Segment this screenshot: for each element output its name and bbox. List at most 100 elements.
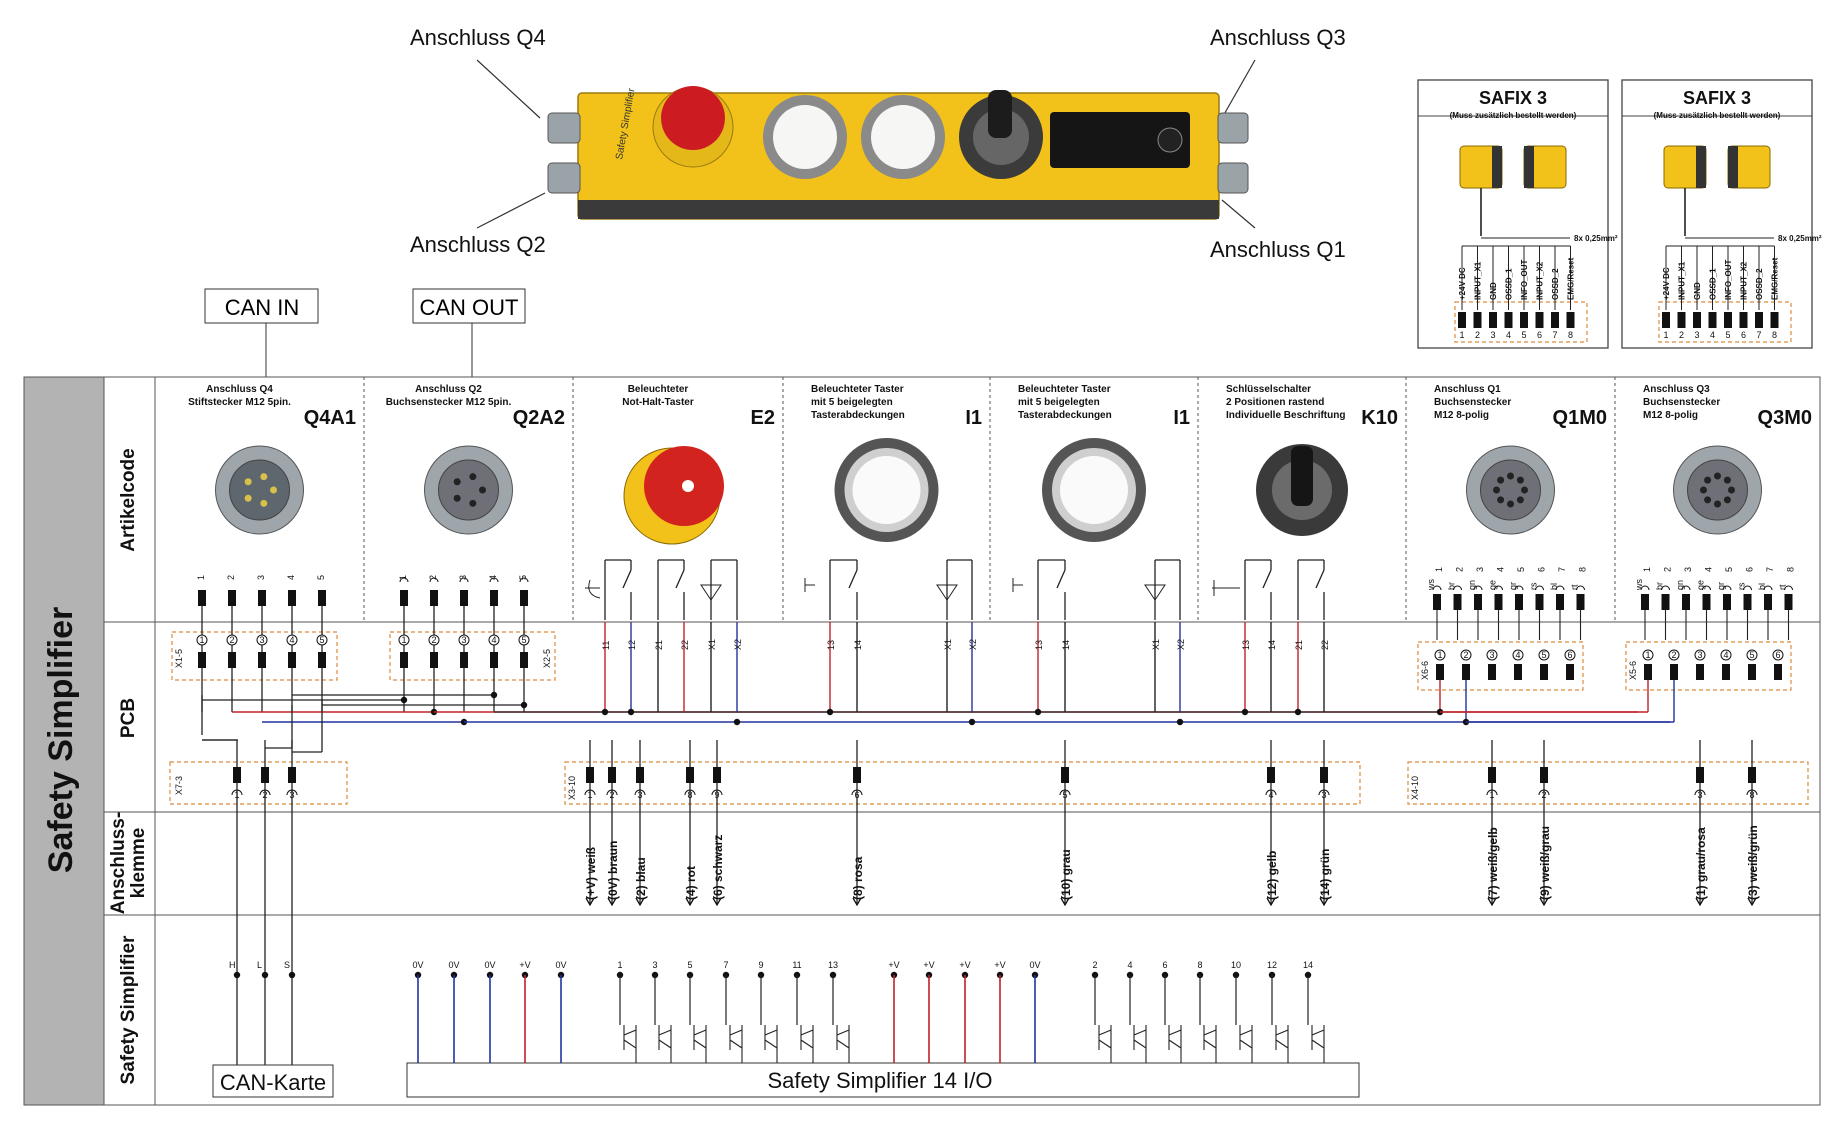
button-lens: [1060, 456, 1128, 524]
connector-label: X1-5: [174, 649, 184, 668]
column-code: Q2A2: [513, 407, 565, 429]
pushbutton-symbol: [804, 578, 815, 592]
pin-terminal: [1515, 594, 1523, 610]
pcb-pin-label: 21: [654, 640, 664, 650]
klemme-number: 1: [1489, 790, 1494, 800]
connector-x5-6: [1625, 641, 1792, 691]
e2-contact-blade: [622, 569, 632, 589]
safix-terminal: [1724, 312, 1732, 328]
power-label: 0V: [484, 960, 495, 970]
safix-pin-number: 1: [1459, 330, 1464, 340]
pin-socket: [1538, 649, 1550, 661]
k10-contact-blade: [1262, 569, 1272, 589]
pcb-pin-number: 1: [199, 635, 204, 645]
pin-terminal: [1723, 594, 1731, 610]
pcb-pin-number: 3: [1489, 650, 1494, 660]
pcb-terminal: [1774, 664, 1782, 680]
power-label: 0V: [1029, 960, 1040, 970]
row-label-klemme-2: klemme: [128, 828, 149, 899]
safix-pin-label: GND: [1693, 282, 1702, 300]
pcb-pin-label: 22: [1320, 640, 1330, 650]
klemme-socket: [684, 789, 696, 796]
pin-terminal: [430, 590, 438, 606]
pcb-terminal: [1514, 664, 1522, 680]
connector-pin: [469, 473, 477, 481]
pcb-pin-label: X1: [943, 639, 953, 650]
m8-pin-number: 5: [1516, 567, 1526, 572]
m8-color-label: gr: [1508, 582, 1518, 590]
column-head-1: Beleuchteter Taster: [1018, 384, 1111, 395]
transistor-symbol: [764, 1025, 778, 1063]
column-head-3: Tasterabdeckungen: [1018, 410, 1112, 421]
klemme-arrow: [585, 897, 595, 907]
safix-pin-number: 2: [1475, 330, 1480, 340]
column-code: K10: [1361, 407, 1398, 429]
safix-terminal: [1662, 312, 1670, 328]
bus-junction: [826, 708, 834, 716]
column-code: I1: [965, 407, 982, 429]
connector-pin: [1723, 496, 1731, 504]
row-label-artikelcode: Artikelcode: [118, 448, 139, 551]
transistor-symbol: [836, 1025, 850, 1063]
column-head-1: Beleuchteter Taster: [811, 384, 904, 395]
transistor-symbol: [1275, 1025, 1289, 1063]
connector-face: [1687, 459, 1748, 521]
safix-pin-number: 2: [1679, 330, 1684, 340]
klemme-number: 6: [854, 790, 859, 800]
safix-pin-number: 1: [1663, 330, 1668, 340]
m8-pin-number: 8: [1578, 567, 1588, 572]
safix-pin-number: 3: [1694, 330, 1699, 340]
pcb-pin-label: X2: [1176, 639, 1186, 650]
klemme-number: 3: [637, 790, 642, 800]
pin-socket: [1746, 649, 1758, 661]
bus-junction: [490, 691, 498, 699]
socket-symbol: [1494, 585, 1503, 591]
pcb-pin-number: 2: [1463, 650, 1468, 660]
can-pin-number: 2: [262, 790, 267, 800]
m8-pin-number: 2: [1663, 567, 1673, 572]
pushbutton-symbol: [1012, 578, 1023, 592]
m8-pin-number: 3: [1475, 567, 1485, 572]
pcb-pin-label: 12: [627, 640, 637, 650]
pin-terminal: [198, 590, 206, 606]
safix-pin-number: 7: [1756, 330, 1761, 340]
klemme-terminal: [1540, 767, 1548, 783]
column-head-1: Anschluss Q2: [415, 384, 482, 395]
pcb-terminal: [1696, 664, 1704, 680]
klemme-socket: [1538, 789, 1550, 796]
pcb-pin-label: 13: [1034, 640, 1044, 650]
m8-color-label: rt: [1570, 584, 1580, 590]
connector-pin: [453, 478, 461, 486]
safix-pin-label: OSSD_1: [1709, 268, 1718, 300]
label-anschluss-q4: Anschluss Q4: [410, 25, 546, 50]
column-head-2: Buchsenstecker: [1643, 397, 1720, 408]
m8-pin-number: 2: [1455, 567, 1465, 572]
pin-socket: [488, 634, 500, 646]
connector-pin: [1714, 472, 1721, 480]
transistor-symbol: [658, 1025, 672, 1063]
m8-color-label: bl: [1757, 583, 1767, 590]
socket-symbol: [1473, 585, 1483, 591]
power-label: 0V: [555, 960, 566, 970]
socket-symbol: [519, 577, 529, 583]
m8-color-label: rs: [1737, 582, 1747, 590]
pin-terminal: [1743, 594, 1752, 610]
pin-label: 1: [196, 575, 206, 580]
pin-socket: [1564, 649, 1576, 661]
pin-socket: [518, 634, 530, 646]
pin-socket: [1720, 649, 1732, 661]
transistor-symbol: [1311, 1025, 1325, 1063]
can-dot: [233, 971, 241, 979]
m8-pin-number: 5: [1724, 567, 1734, 572]
connector-pin: [1493, 486, 1500, 494]
column-head-2: 2 Positionen rastend: [1226, 397, 1324, 408]
connector-x2-5: [389, 631, 556, 681]
klemme-terminal: [636, 767, 644, 783]
pin-terminal: [520, 590, 528, 606]
column-code: E2: [751, 407, 775, 429]
safix-terminal: [1473, 312, 1482, 328]
pin-label: 2: [428, 575, 438, 580]
connector-pin: [479, 486, 486, 494]
pcb-pin-label: X2: [733, 639, 743, 650]
pin-socket: [286, 634, 298, 646]
